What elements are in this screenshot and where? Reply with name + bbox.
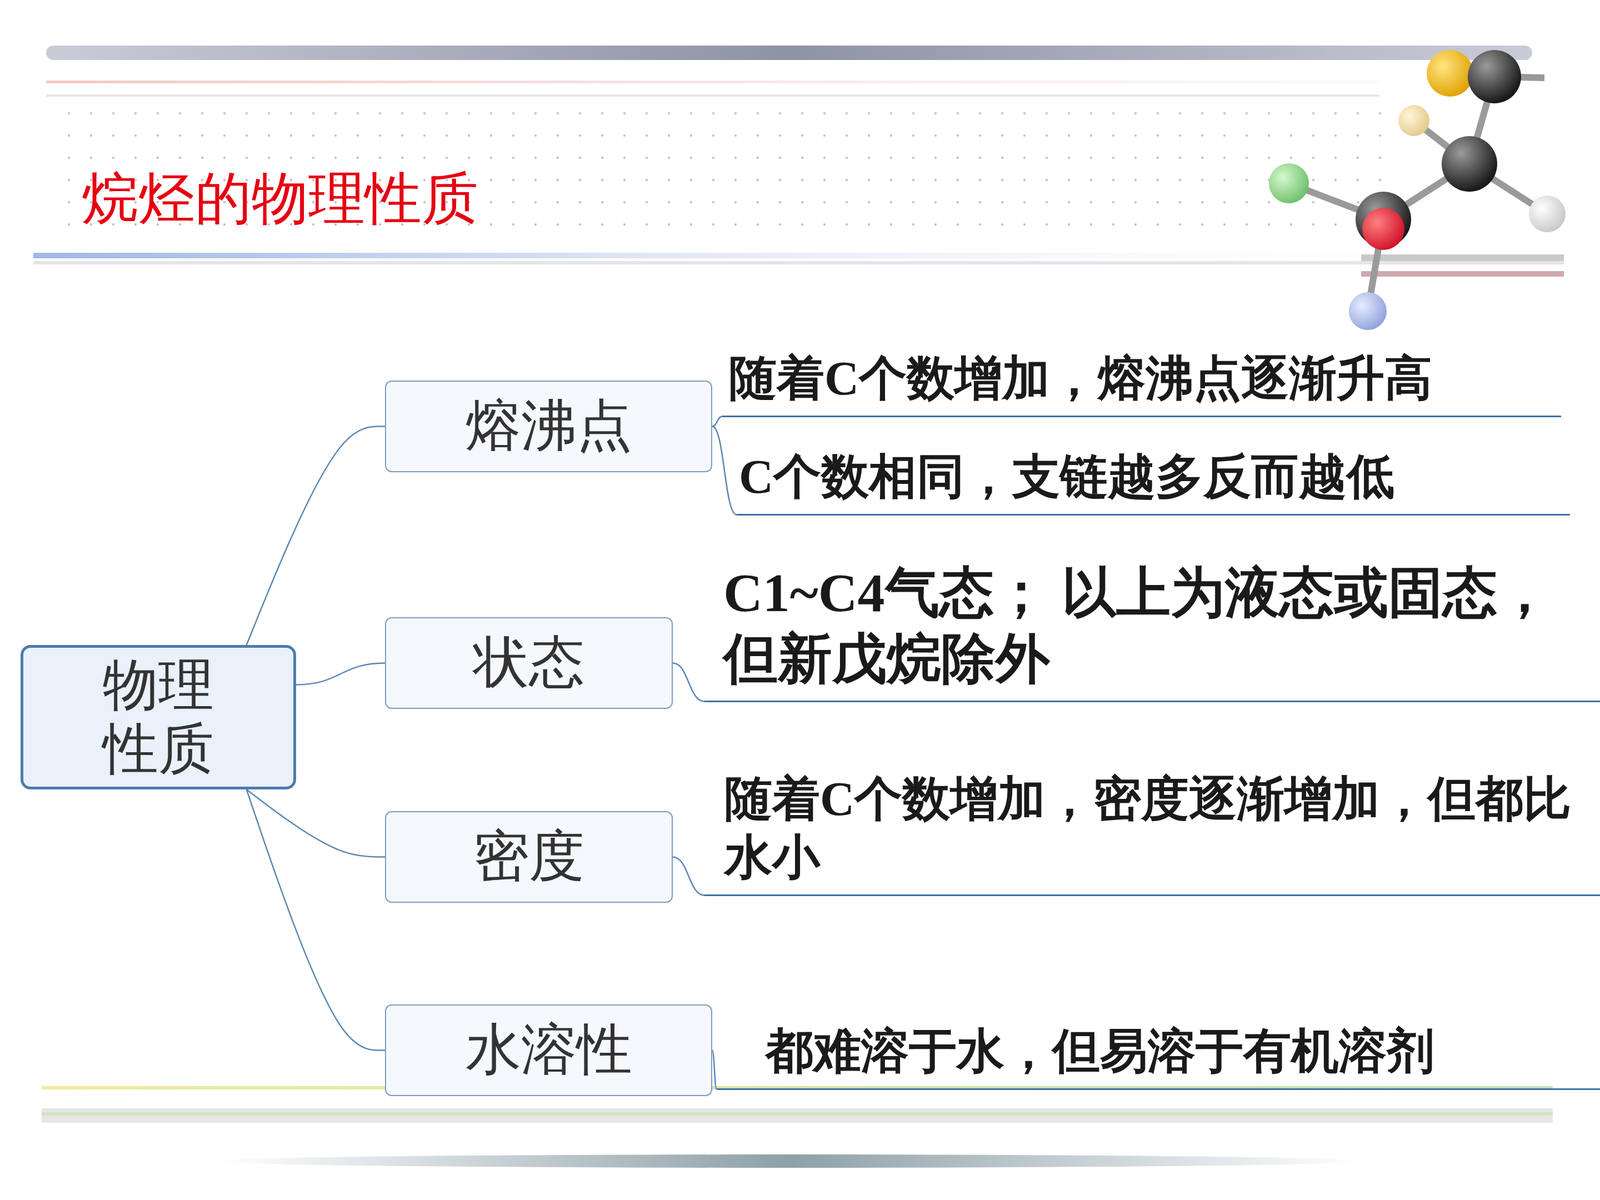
branch-topic-box: 密度 — [385, 811, 673, 903]
node-text: 都难溶于水，但易溶于有机溶剂 — [765, 1022, 1595, 1081]
node-text: 随着C个数增加，熔沸点逐渐升高 — [728, 349, 1556, 408]
node-text: 状态 — [473, 625, 585, 701]
node-text: 物理性质 — [102, 653, 214, 782]
underlined-subtopic: 随着C个数增加，密度逐渐增加，但都比水小 — [704, 770, 1600, 897]
mindmap-connector — [712, 1050, 717, 1090]
node-text: C个数相同，支链越多反而越低 — [738, 447, 1565, 507]
underlined-subtopic: 都难溶于水，但易溶于有机溶剂 — [716, 1022, 1600, 1090]
mindmap-connector — [672, 857, 705, 896]
branch-topic-box: 状态 — [385, 617, 673, 709]
branch-topic-box: 熔沸点 — [385, 380, 713, 473]
mindmap-connector — [246, 426, 385, 646]
central-topic-box: 物理性质 — [20, 645, 297, 790]
mindmap-connector — [246, 789, 385, 858]
mindmap-connector — [712, 426, 737, 515]
slide-title: 烷烃的物理性质 — [81, 161, 479, 238]
node-text: 随着C个数增加，密度逐渐增加，但都比水小 — [724, 770, 1595, 887]
underlined-subtopic: C个数相同，支链越多反而越低 — [736, 447, 1570, 516]
node-text: 水溶性 — [465, 1012, 633, 1088]
underlined-subtopic: C1~C4气态； 以上为液态或固态，但新戊烷除外 — [704, 560, 1600, 703]
mindmap-connector — [296, 663, 385, 685]
underlined-subtopic: 随着C个数增加，熔沸点逐渐升高 — [722, 349, 1562, 418]
mindmap-connector — [712, 416, 723, 427]
node-text: 熔沸点 — [465, 388, 633, 464]
mindmap-connector — [246, 789, 385, 1051]
molecule-model — [1288, 73, 1548, 312]
node-text: 密度 — [473, 819, 585, 895]
node-text: C1~C4气态； 以上为液态或固态，但新戊烷除外 — [723, 560, 1595, 693]
mindmap-connector — [672, 663, 705, 702]
branch-topic-box: 水溶性 — [385, 1004, 713, 1097]
